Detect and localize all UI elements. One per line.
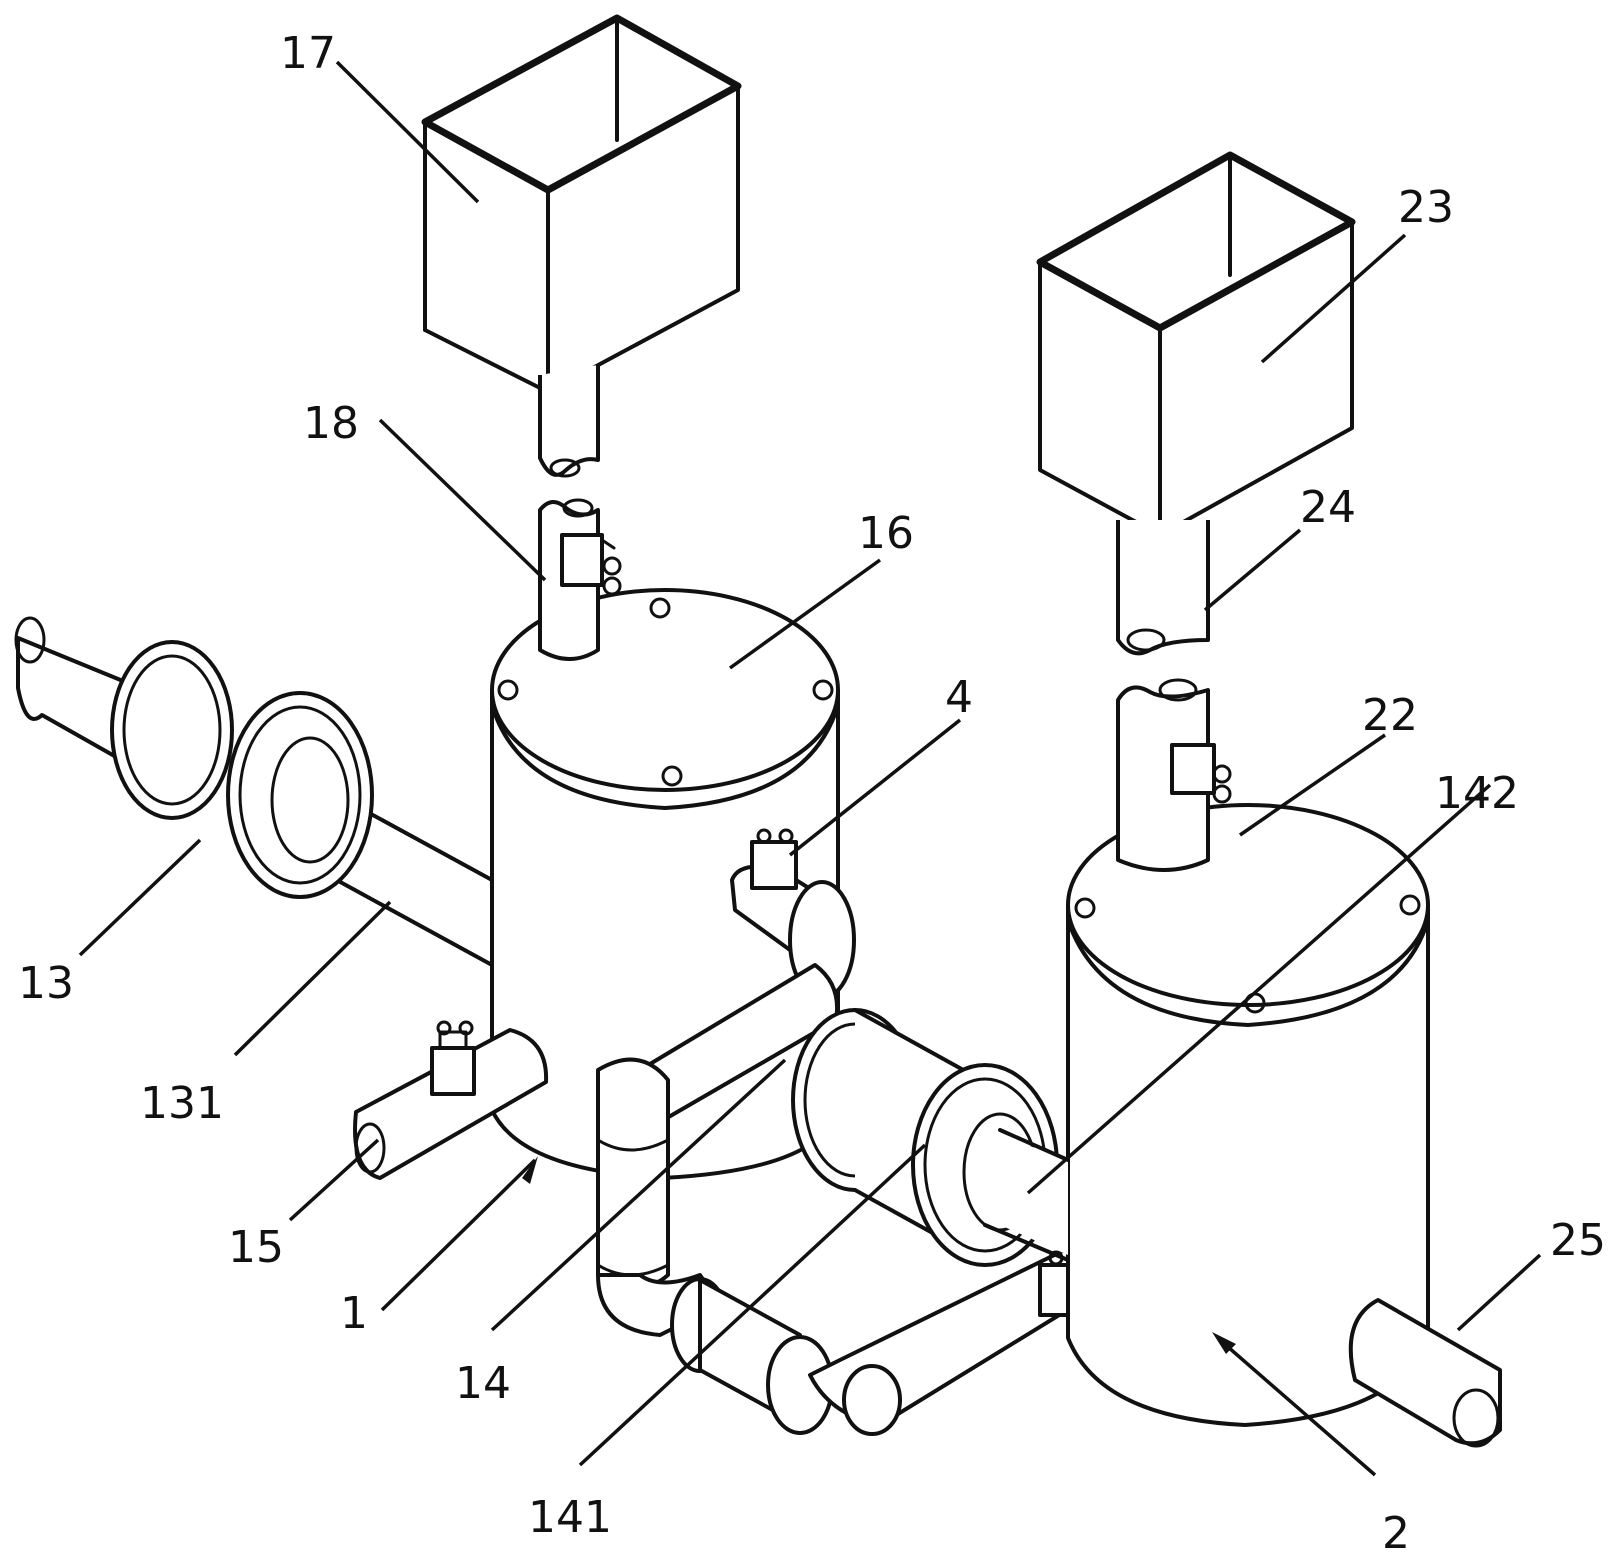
inlet-pipe-18 [538, 498, 622, 661]
pipe-14 [596, 880, 1106, 1436]
flange-141 [791, 1008, 1059, 1267]
leader-lines [78, 60, 1542, 1477]
label-13: 13 [18, 958, 74, 1009]
label-1: 1 [340, 1288, 368, 1339]
inlet-pipe-22 [1116, 678, 1232, 872]
hopper-17 [421, 14, 742, 394]
pipe-142 [983, 1128, 1070, 1262]
pipe-15 [353, 1020, 549, 1180]
label-142: 142 [1435, 768, 1519, 819]
label-23: 23 [1398, 182, 1454, 233]
label-18: 18 [303, 398, 359, 449]
outlet-25 [1348, 1298, 1502, 1448]
label-4: 4 [945, 672, 973, 723]
label-131: 131 [140, 1078, 224, 1129]
label-22: 22 [1362, 690, 1418, 741]
label-14: 14 [455, 1358, 511, 1409]
label-2: 2 [1382, 1508, 1410, 1559]
hopper-17-outlet-pipe [538, 365, 600, 478]
label-24: 24 [1300, 482, 1356, 533]
label-17: 17 [280, 28, 336, 79]
label-25: 25 [1550, 1215, 1606, 1266]
label-15: 15 [228, 1222, 284, 1273]
flange-13 [110, 640, 374, 899]
outlet-pipe-24 [1116, 520, 1210, 656]
label-16: 16 [858, 508, 914, 559]
hopper-23 [1036, 151, 1356, 537]
label-141: 141 [528, 1492, 612, 1543]
